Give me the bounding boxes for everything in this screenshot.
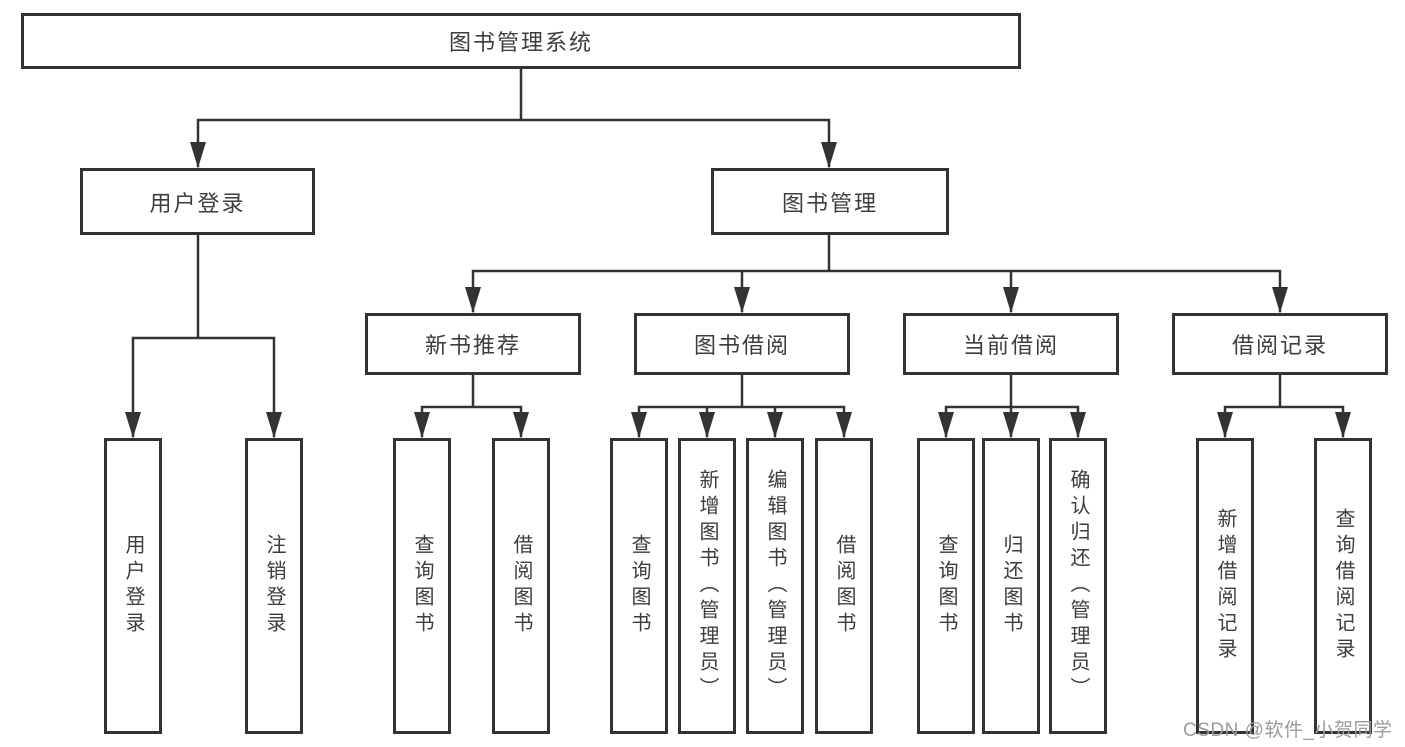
arrowheads [125,142,1351,438]
leaf-borrowing-edit-book-admin: 编辑图书（管理员） [746,438,804,734]
node-book-borrowing: 图书借阅 [634,313,850,375]
node-book-management-label: 图书管理 [781,190,878,216]
node-current-borrowing-label: 当前借阅 [962,333,1059,358]
leaf-current-confirm-return-admin-label: 确认归还（管理员） [1067,469,1089,703]
node-root-label: 图书管理系统 [448,30,593,55]
leaf-borrowing-add-book-admin-label: 新增图书（管理员） [696,469,718,703]
leaf-borrowing-edit-book-admin-label: 编辑图书（管理员） [764,469,786,703]
leaf-logout-login: 注销登录 [245,438,303,734]
leaf-current-confirm-return-admin: 确认归还（管理员） [1049,438,1107,734]
leaf-current-query-book-label: 查询图书 [935,534,957,638]
leaf-borrowing-add-book-admin: 新增图书（管理员） [678,438,736,734]
node-root: 图书管理系统 [21,13,1021,69]
leaf-borrowing-borrow-book-label: 借阅图书 [833,534,855,638]
leaf-recommend-query-book-label: 查询图书 [411,534,433,638]
leaf-records-add-record: 新增借阅记录 [1196,438,1254,734]
leaf-recommend-borrow-book: 借阅图书 [492,438,550,734]
node-borrow-records: 借阅记录 [1172,313,1388,375]
node-new-book-recommend: 新书推荐 [365,313,581,375]
leaf-records-query-record-label: 查询借阅记录 [1332,508,1354,664]
leaf-records-query-record: 查询借阅记录 [1314,438,1372,734]
node-user-login-label: 用户登录 [149,190,246,216]
node-book-borrowing-label: 图书借阅 [693,333,790,358]
tree-edges [131,67,1345,438]
leaf-current-return-book: 归还图书 [982,438,1040,734]
leaf-borrowing-query-book: 查询图书 [610,438,668,734]
node-current-borrowing: 当前借阅 [903,313,1119,375]
leaf-logout-login-label: 注销登录 [263,534,285,638]
leaf-current-query-book: 查询图书 [917,438,975,734]
leaf-borrowing-borrow-book: 借阅图书 [815,438,873,734]
leaf-records-add-record-label: 新增借阅记录 [1214,508,1236,664]
node-user-login: 用户登录 [80,168,315,235]
leaf-recommend-borrow-book-label: 借阅图书 [510,534,532,638]
leaf-current-return-book-label: 归还图书 [1000,534,1022,638]
leaf-borrowing-query-book-label: 查询图书 [628,534,650,638]
csdn-watermark: CSDN @软件_小贺同学 [1183,720,1393,741]
leaf-user-login-label: 用户登录 [122,534,144,638]
node-borrow-records-label: 借阅记录 [1231,333,1328,358]
leaf-recommend-query-book: 查询图书 [393,438,451,734]
leaf-user-login: 用户登录 [104,438,162,734]
node-book-management: 图书管理 [711,168,949,235]
node-new-book-recommend-label: 新书推荐 [424,333,521,358]
